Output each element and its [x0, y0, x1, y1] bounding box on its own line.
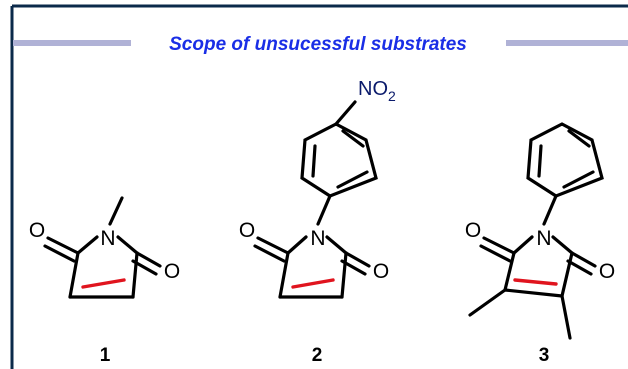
benzene-inner-bond-1: [537, 144, 543, 178]
bond-c5-o-b: [566, 259, 593, 276]
nitro-main: NO: [358, 78, 388, 100]
double-bond-highlight: [291, 278, 335, 289]
bond-n-methyl: [108, 196, 124, 226]
frame: [10, 4, 628, 369]
bond-c5-o-a: [135, 251, 162, 268]
banner: Scope of unsucessful substrates: [13, 34, 628, 55]
atom-o-3a: O: [465, 219, 481, 242]
bond-n-aryl: [316, 194, 332, 226]
atom-n-1: N: [100, 227, 115, 250]
bond-c5-c4: [340, 251, 348, 299]
bond-n-c5: [116, 235, 139, 255]
compound-label-2: 2: [312, 345, 323, 366]
benzene-inner-bond-2: [567, 129, 591, 148]
bond-c3-methyl: [468, 288, 507, 317]
bond-c3-c4: [503, 288, 564, 298]
nitro-group-label: NO2: [358, 78, 396, 104]
benzene-ring: [526, 122, 604, 198]
atom-o-2b: O: [373, 260, 389, 283]
benzene-inner-bond-2: [341, 129, 365, 148]
bond-n-c5: [325, 235, 348, 255]
double-bond-highlight: [513, 278, 558, 286]
nitro-subscript: 2: [388, 88, 396, 104]
bond-c2-o-a: [256, 236, 290, 255]
bond-c5-o-b: [340, 259, 367, 276]
banner-rule-left: [13, 40, 131, 46]
bond-c2-o-b: [43, 244, 76, 263]
bond-n-c2: [76, 235, 99, 255]
structure-compound-2: NO2 N O O 2: [239, 78, 396, 366]
compound-label-1: 1: [100, 345, 111, 366]
bond-c2-c3: [503, 251, 516, 292]
bond-n-phenyl: [542, 194, 558, 226]
atom-n-2: N: [310, 227, 325, 250]
bond-c2-o-a: [46, 236, 80, 255]
bond-c5-c4: [560, 251, 574, 298]
benzene-inner-bond-1: [311, 144, 317, 178]
double-bond-highlight: [81, 278, 126, 289]
bond-c5-c4: [131, 251, 139, 299]
atom-o-3b: O: [599, 260, 615, 283]
bond-c5-o-b: [131, 259, 158, 276]
atom-n-3: N: [536, 227, 551, 250]
bond-c4-methyl: [560, 294, 572, 340]
atom-o-2a: O: [239, 219, 255, 242]
bond-c2-o-b: [479, 244, 512, 263]
bond-c2-c3: [68, 251, 80, 299]
bond-n-c5: [551, 235, 574, 255]
bond-n-c2: [286, 235, 308, 255]
bond-c2-o-a: [482, 236, 516, 255]
compound-label-3: 3: [539, 345, 550, 366]
atom-o-1b: O: [164, 260, 180, 283]
bond-c2-o-b: [253, 244, 286, 263]
structure-compound-3: N O O 3: [465, 122, 615, 366]
bond-c5-o-a: [570, 251, 597, 268]
benzene-inner-bond-3: [336, 170, 369, 189]
structure-compound-1: N O O 1: [29, 196, 180, 366]
benzene-inner-bond-3: [562, 170, 595, 189]
banner-title: Scope of unsucessful substrates: [169, 34, 467, 55]
bond-c2-c3: [278, 251, 290, 299]
bond-n-c2: [512, 235, 534, 255]
bond-c5-o-a: [344, 251, 371, 268]
banner-rule-right: [506, 40, 628, 46]
atom-o-1a: O: [29, 219, 45, 242]
bond-aryl-nitro: [334, 100, 357, 126]
